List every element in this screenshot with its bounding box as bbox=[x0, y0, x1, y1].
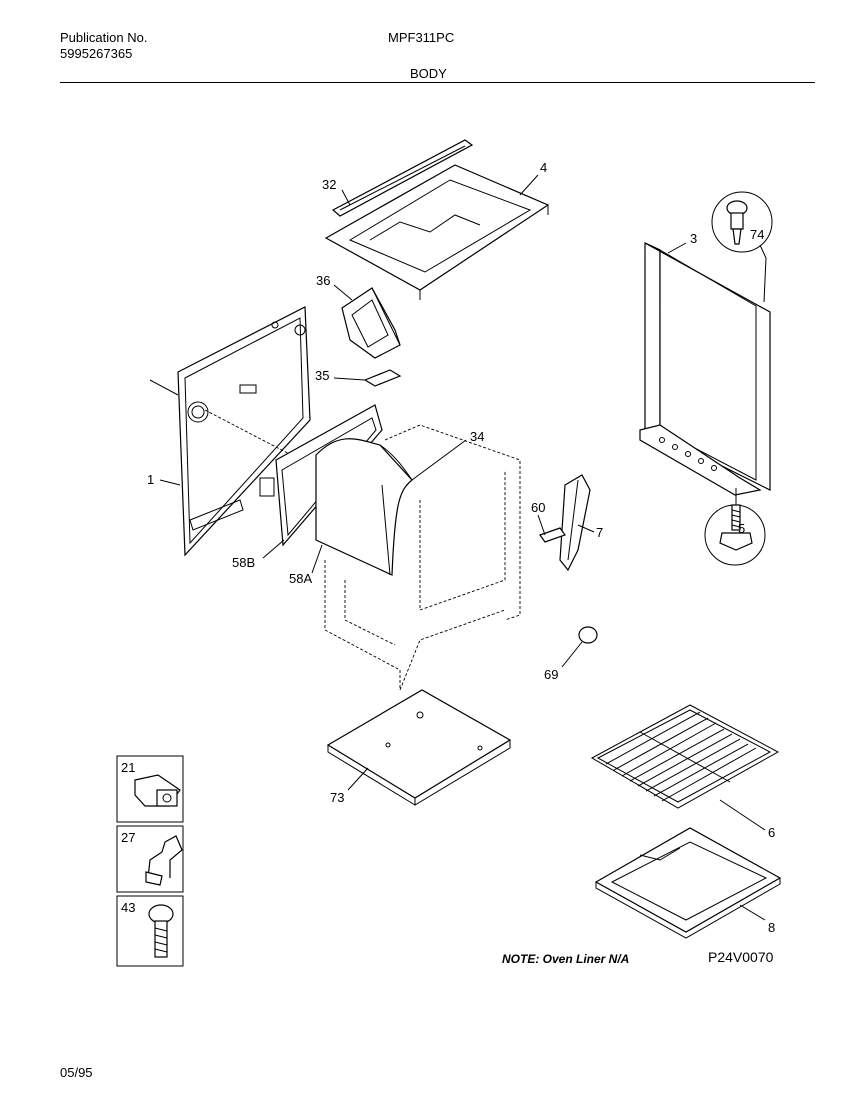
part-32-rail bbox=[331, 139, 474, 217]
part-1-back-panel bbox=[149, 306, 321, 557]
part-8-broiler-pan bbox=[594, 827, 782, 939]
part-4-top-frame bbox=[324, 164, 550, 300]
leader-lines bbox=[159, 174, 766, 921]
oven-liner-note: NOTE: Oven Liner N/A bbox=[502, 952, 629, 966]
header-rule bbox=[60, 82, 815, 83]
inset-box-43 bbox=[116, 895, 184, 967]
part-35-plate bbox=[363, 369, 402, 387]
callout-8: 8 bbox=[768, 920, 775, 935]
diagram-code: P24V0070 bbox=[708, 949, 774, 965]
model-number: MPF311PC bbox=[388, 30, 455, 45]
part-60-hinge-receiver bbox=[539, 527, 566, 543]
callout-32: 32 bbox=[322, 177, 336, 192]
callout-4: 4 bbox=[540, 160, 547, 175]
callout-34: 34 bbox=[470, 429, 484, 444]
callout-73: 73 bbox=[330, 790, 344, 805]
callout-36: 36 bbox=[316, 273, 330, 288]
callout-1: 1 bbox=[147, 472, 154, 487]
revision-date: 05/95 bbox=[60, 1065, 93, 1080]
part-69-plug bbox=[578, 626, 598, 644]
part-6-oven-rack bbox=[590, 704, 780, 809]
callout-60: 60 bbox=[531, 500, 545, 515]
publication-number: 5995267365 bbox=[60, 46, 133, 61]
callout-5: 5 bbox=[738, 521, 745, 536]
part-58A-wrap-insulation bbox=[315, 438, 413, 576]
part-36-vent-duct bbox=[341, 287, 401, 359]
part-3-door-panel bbox=[639, 242, 771, 496]
callout-43: 43 bbox=[121, 900, 135, 915]
callout-69: 69 bbox=[544, 667, 558, 682]
callout-6: 6 bbox=[768, 825, 775, 840]
callout-7: 7 bbox=[596, 525, 603, 540]
part-7-hinge bbox=[559, 474, 591, 572]
section-title: BODY bbox=[410, 66, 447, 81]
body-cabinet bbox=[324, 424, 521, 691]
part-5-leveling-leg-inset bbox=[704, 488, 766, 566]
callout-27: 27 bbox=[121, 830, 135, 845]
publication-label: Publication No. bbox=[60, 30, 148, 45]
callout-74: 74 bbox=[750, 227, 764, 242]
callout-35: 35 bbox=[315, 368, 329, 383]
callout-58A: 58A bbox=[289, 571, 312, 586]
callout-21: 21 bbox=[121, 760, 135, 775]
inset-box-27 bbox=[116, 825, 184, 893]
callout-3: 3 bbox=[690, 231, 697, 246]
part-74-knob-inset bbox=[711, 191, 773, 303]
inset-box-21 bbox=[116, 755, 184, 823]
part-73-bottom-panel bbox=[326, 689, 512, 806]
callout-58B: 58B bbox=[232, 555, 255, 570]
